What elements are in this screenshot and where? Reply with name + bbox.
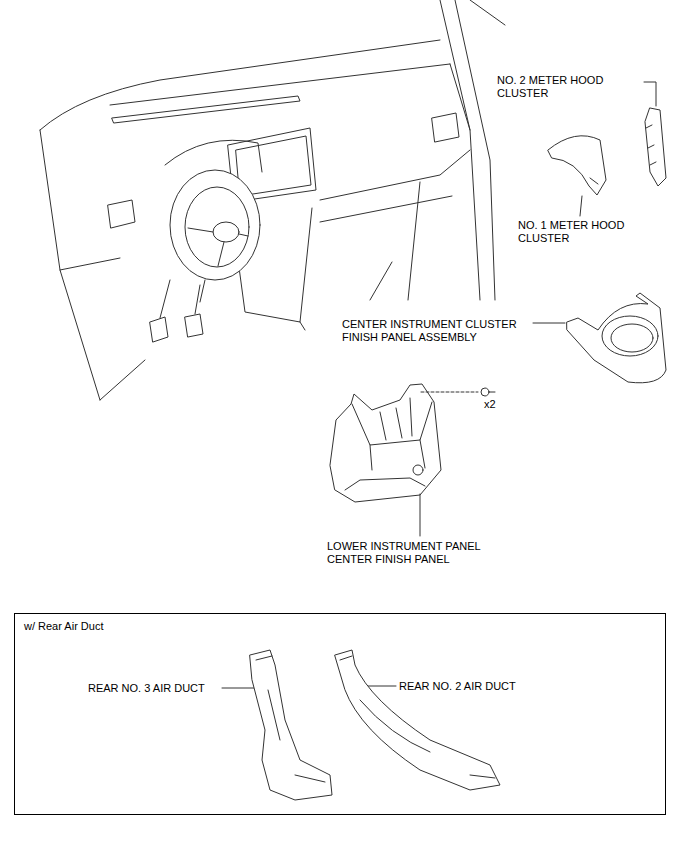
frame-heading: w/ Rear Air Duct xyxy=(15,614,112,639)
part-label: CENTER INSTRUMENT CLUSTER FINISH PANEL A… xyxy=(342,318,530,344)
part-label: NO. 1 METER HOOD CLUSTER xyxy=(518,219,643,245)
variant-frame: w/ Rear Air Duct xyxy=(14,613,666,815)
part-label: REAR NO. 2 AIR DUCT xyxy=(399,680,516,693)
part-label: REAR NO. 3 AIR DUCT xyxy=(88,682,205,695)
quantity-note: x2 xyxy=(484,398,496,411)
part-label: NO. 2 METER HOOD CLUSTER xyxy=(497,74,622,100)
part-label: LOWER INSTRUMENT PANEL CENTER FINISH PAN… xyxy=(327,540,499,566)
